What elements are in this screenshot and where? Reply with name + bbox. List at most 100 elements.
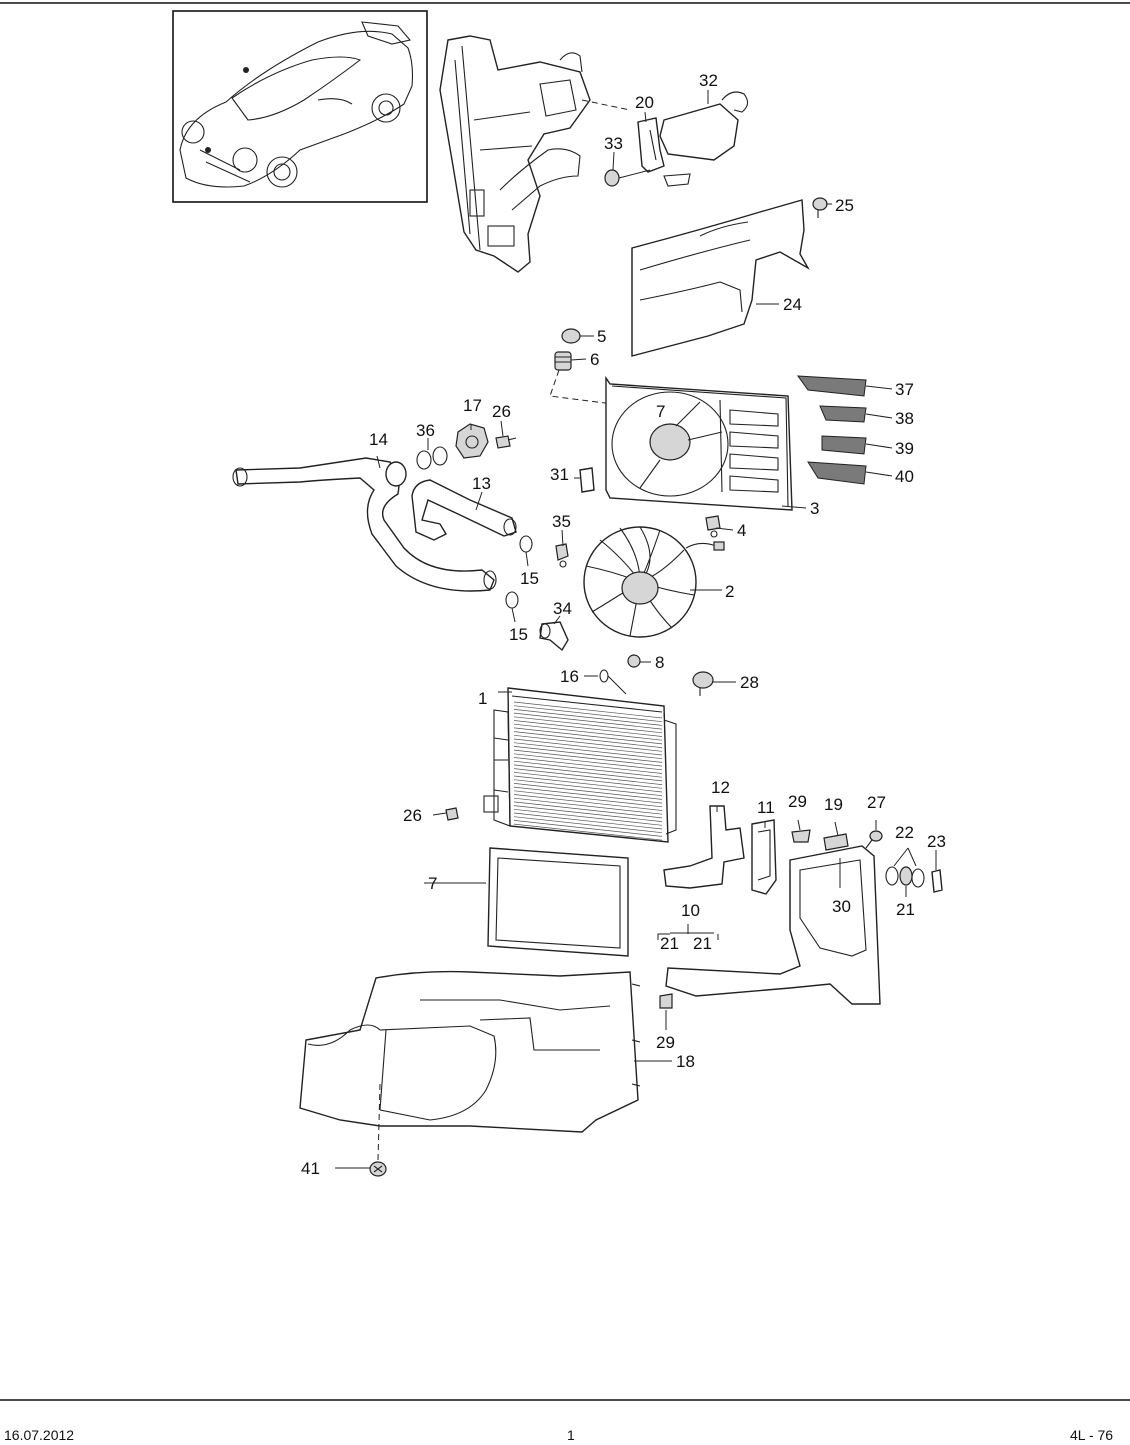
part-17-cap bbox=[455, 423, 489, 459]
part-41-reference-line bbox=[377, 1083, 381, 1161]
part-16-oring bbox=[599, 669, 609, 683]
part-callout-c37: 37 bbox=[895, 380, 914, 399]
radiator-fin-line bbox=[513, 808, 663, 826]
part-callout-c36: 36 bbox=[416, 421, 435, 440]
part-callout-c11: 11 bbox=[757, 798, 775, 817]
part-callout-c38: 38 bbox=[895, 409, 914, 428]
part-callout-c31: 31 bbox=[550, 465, 569, 484]
footer-page-number: 1 bbox=[567, 1427, 575, 1443]
part-callout-c39: 39 bbox=[895, 439, 914, 458]
part-callout-c24: 24 bbox=[783, 295, 802, 314]
radiator-fin-line bbox=[513, 723, 663, 741]
radiator-fin-line bbox=[513, 727, 663, 745]
part-31-clip bbox=[579, 467, 595, 493]
part-callout-c25: 25 bbox=[835, 196, 854, 215]
part-callout-c5: 5 bbox=[597, 327, 606, 346]
part-callout-c27: 27 bbox=[867, 793, 886, 812]
part-39-seal-strip bbox=[821, 435, 867, 455]
radiator-fin-line bbox=[513, 705, 663, 723]
part-19-clip bbox=[823, 833, 849, 851]
part-callout-c7a: 7 bbox=[656, 402, 665, 421]
leader-line bbox=[893, 847, 917, 867]
part-callout-c4: 4 bbox=[737, 521, 746, 540]
radiator-fin-line bbox=[513, 757, 663, 774]
part-10-air-guide bbox=[665, 845, 881, 1005]
part-23-clip bbox=[931, 869, 943, 893]
part-2-cooling-fan bbox=[583, 526, 725, 638]
radiator-fin-line bbox=[513, 801, 663, 819]
part-callout-c17: 17 bbox=[463, 396, 482, 415]
radiator-fin-line bbox=[513, 716, 663, 734]
leader-line bbox=[865, 385, 893, 390]
part-27-bolt bbox=[865, 830, 883, 849]
leader-line bbox=[475, 491, 483, 511]
part-callout-c26b: 26 bbox=[403, 806, 422, 825]
part-12-bracket bbox=[663, 805, 745, 889]
assembly-reference-line bbox=[581, 99, 631, 111]
leader-line bbox=[834, 821, 839, 837]
part-24-air-duct bbox=[631, 199, 810, 357]
part-36-seal-rings bbox=[416, 446, 448, 470]
part-callout-c3: 3 bbox=[810, 499, 819, 518]
part-callout-c8: 8 bbox=[655, 653, 664, 672]
radiator-fin-line bbox=[513, 812, 663, 830]
part-callout-c23: 23 bbox=[927, 832, 946, 851]
part-callout-c7b: 7 bbox=[428, 874, 437, 893]
part-7-seal-frame bbox=[487, 847, 629, 957]
part-callout-c29a: 29 bbox=[788, 792, 807, 811]
part-callout-c10: 10 bbox=[681, 901, 700, 920]
radiator-fin-line bbox=[513, 794, 663, 811]
radiator-fin-line bbox=[513, 790, 663, 808]
part-callout-c41: 41 bbox=[301, 1159, 320, 1178]
radiator-fin-line bbox=[513, 764, 663, 782]
part-38-seal-strip bbox=[819, 405, 867, 423]
radiator-fin-line bbox=[513, 816, 663, 834]
part-callout-c2: 2 bbox=[725, 582, 734, 601]
leader-line bbox=[715, 527, 734, 531]
leader-lines bbox=[335, 90, 937, 1169]
part-29-clip-lower bbox=[659, 993, 673, 1009]
part-15-oring-lower bbox=[505, 591, 519, 609]
part-callout-c14: 14 bbox=[369, 430, 388, 449]
leader-line bbox=[865, 471, 893, 477]
radiator-fin-line bbox=[513, 805, 663, 822]
part-callout-c32: 32 bbox=[699, 71, 718, 90]
part-4-clip bbox=[705, 515, 721, 538]
radiator-fin-line bbox=[513, 753, 663, 771]
part-callout-c35: 35 bbox=[552, 512, 571, 531]
part-35-clip bbox=[555, 543, 569, 568]
part-callout-c1: 1 bbox=[478, 689, 487, 708]
footer-date: 16.07.2012 bbox=[4, 1427, 74, 1443]
part-callout-c28: 28 bbox=[740, 673, 759, 692]
radiator-fin-line bbox=[513, 746, 663, 763]
radiator-fin-line bbox=[513, 786, 663, 804]
radiator-fin-line bbox=[513, 775, 663, 793]
part-5-clip bbox=[561, 328, 581, 344]
radiator-fin-line bbox=[513, 731, 663, 748]
radiator-fin-line bbox=[513, 701, 663, 719]
part-callout-c34: 34 bbox=[553, 599, 572, 618]
leader-line bbox=[500, 420, 504, 437]
part-6-rubber-mount bbox=[554, 351, 572, 371]
part-callout-c13: 13 bbox=[472, 474, 491, 493]
part-callout-c6: 6 bbox=[590, 350, 599, 369]
leader-line bbox=[584, 675, 627, 695]
radiator-fin-line bbox=[513, 749, 663, 767]
part-callout-c30: 30 bbox=[832, 897, 851, 916]
part-callout-c15b: 15 bbox=[509, 625, 528, 644]
part-callout-c26a: 26 bbox=[492, 402, 511, 421]
footer-section-code: 4L - 76 bbox=[1070, 1427, 1113, 1443]
radiator-fin-line bbox=[513, 712, 663, 730]
part-33-grommet bbox=[604, 169, 620, 187]
part-28-fastener bbox=[692, 671, 714, 696]
part-callout-c21c: 21 bbox=[896, 900, 915, 919]
part-29-clip-upper bbox=[791, 829, 811, 843]
leader-line bbox=[865, 413, 893, 419]
leader-line bbox=[376, 455, 381, 469]
part-34-hose-connector bbox=[539, 621, 569, 652]
leader-line bbox=[797, 819, 801, 831]
part-3-fan-shroud bbox=[605, 375, 793, 511]
part-11-bracket bbox=[751, 819, 777, 895]
